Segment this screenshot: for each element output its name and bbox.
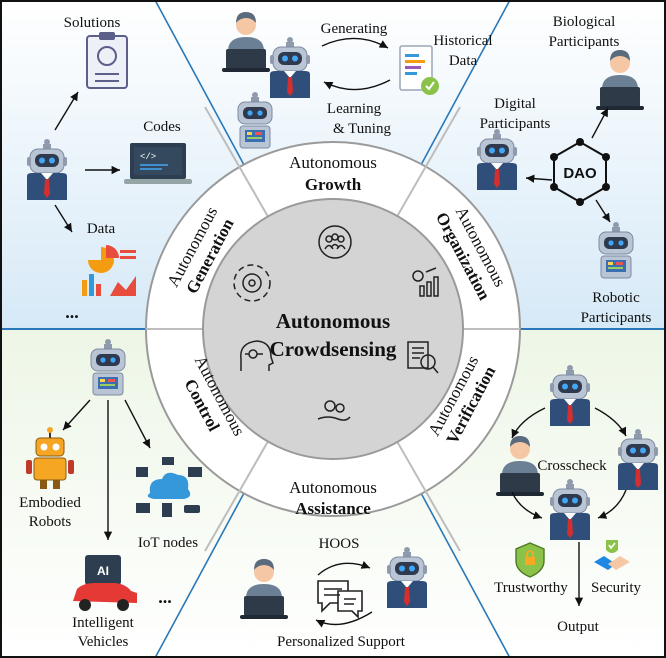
document-check-icon — [407, 341, 439, 374]
robotic-label-2: Participants — [581, 310, 652, 326]
hoos-label: HOOS — [319, 536, 360, 552]
ai-chip-label: AI — [97, 564, 109, 578]
hand-gears-icon — [317, 400, 351, 421]
growth-label-top: Autonomous — [289, 153, 377, 172]
clipboard-icon — [86, 32, 128, 89]
vehicles-label-1: Intelligent — [72, 615, 134, 631]
crosscheck-label: Crosscheck — [537, 458, 607, 474]
learning-label-1: Learning — [327, 101, 382, 117]
iot-nodes-icon — [136, 457, 202, 517]
center-title-2: Crowdsensing — [270, 337, 397, 361]
learning-label-2: & Tuning — [333, 121, 391, 137]
center-disc — [202, 198, 464, 460]
data-label: Data — [87, 221, 116, 237]
intelligent-vehicle-icon: AI — [73, 555, 137, 611]
historical-data-icon — [399, 45, 439, 95]
digital-label-2: Participants — [480, 116, 551, 132]
generating-arrow — [321, 37, 389, 49]
output-label: Output — [557, 619, 600, 635]
embodied-label-1: Embodied — [19, 495, 81, 511]
verification-panel: Crosscheck Trustworthy Security Output — [494, 364, 659, 635]
control-ellipsis: ... — [158, 587, 172, 607]
learning-arrow — [323, 79, 391, 91]
vehicles-label-2: Vehicles — [78, 634, 129, 650]
personalized-support-label: Personalized Support — [277, 634, 406, 650]
handshake-icon — [594, 540, 630, 570]
generation-panel: Solutions Codes </> Data ... — [26, 15, 192, 322]
growth-panel: Generating Learning & Tuning Historical … — [222, 12, 493, 149]
svg-text:</>: </> — [140, 152, 156, 162]
solutions-label: Solutions — [64, 15, 121, 31]
historical-label-2: Data — [449, 53, 478, 69]
control-panel: Embodied Robots IoT nodes AI ... Intelli… — [19, 338, 202, 650]
security-label: Security — [591, 580, 641, 596]
segment-assistance: Autonomous Assistance — [289, 478, 377, 518]
dao-network-icon: DAO — [550, 138, 610, 206]
trustworthy-label: Trustworthy — [494, 580, 568, 596]
generating-label: Generating — [321, 21, 388, 37]
historical-label-1: Historical — [433, 33, 492, 49]
growth-label-bold: Growth — [305, 175, 362, 194]
digital-label-1: Digital — [494, 96, 536, 112]
assistance-label-bold: Assistance — [295, 499, 371, 518]
gears-cycle-icon — [233, 264, 271, 302]
assistance-panel: HOOS Personalized Support — [240, 536, 428, 650]
shield-icon — [515, 542, 545, 578]
generation-ellipsis: ... — [65, 302, 79, 322]
laptop-code-icon: </> — [124, 143, 192, 184]
organization-panel: Biological Participants Digital Particip… — [476, 14, 652, 326]
iot-label: IoT nodes — [138, 535, 198, 551]
codes-label: Codes — [143, 119, 181, 135]
biological-label-1: Biological — [553, 14, 616, 30]
ai-head-icon — [240, 340, 274, 371]
assistance-label-top: Autonomous — [289, 478, 377, 497]
dao-label: DAO — [563, 165, 597, 182]
growth-chart-icon — [412, 267, 439, 297]
center-title-1: Autonomous — [276, 309, 390, 333]
data-charts-icon — [82, 245, 136, 296]
chat-bubbles-icon — [317, 580, 363, 619]
segment-growth: Autonomous Growth — [289, 153, 377, 194]
biological-label-2: Participants — [549, 34, 620, 50]
embodied-robot-icon — [26, 427, 74, 489]
embodied-label-2: Robots — [29, 514, 72, 530]
team-cycle-icon — [318, 225, 352, 259]
robotic-label-1: Robotic — [592, 290, 640, 306]
